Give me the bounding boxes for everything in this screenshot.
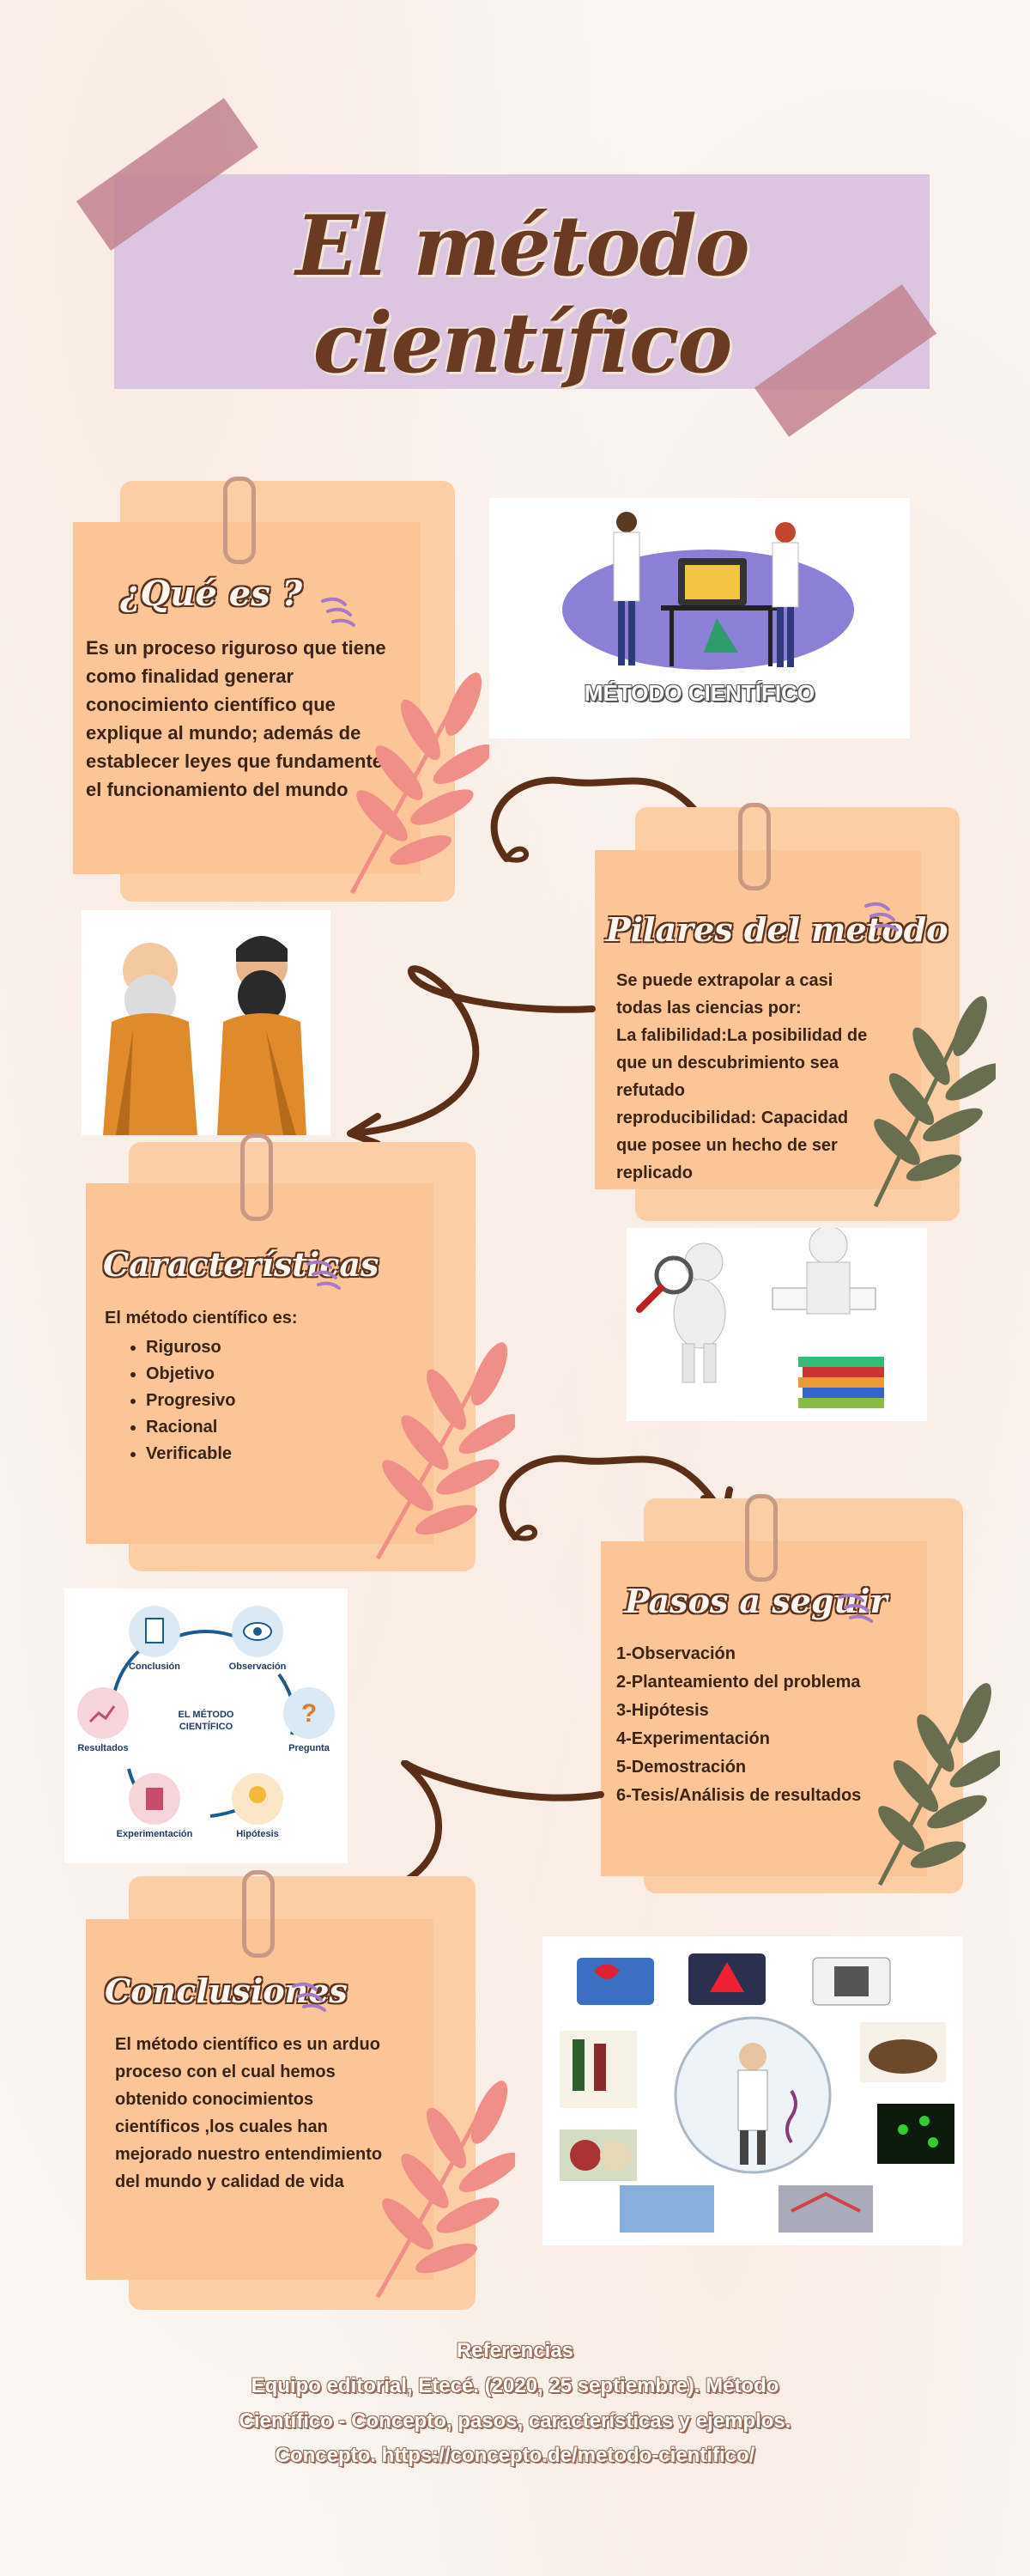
pasos-card xyxy=(601,1541,927,1876)
pilares-body: Se puede extrapolar a casi todas las cie… xyxy=(616,967,908,1187)
pilares-line: refutado xyxy=(616,1081,685,1100)
arrow-2 xyxy=(347,965,596,1147)
research-image xyxy=(627,1225,927,1421)
paso-item: 3-Hipótesis xyxy=(616,1701,709,1720)
cycle-step-observacion: Observación xyxy=(228,1662,287,1672)
references-line: Equipo editorial, Etecé. (2020, 25 septi… xyxy=(251,2373,779,2397)
cycle-step-experimentacion: Experimentación xyxy=(116,1829,193,1839)
swirl-icon xyxy=(864,902,899,932)
cycle-center-label: EL MÉTODO CIENTÍFICO xyxy=(178,1710,234,1733)
green-leaf-icon xyxy=(877,1683,1000,1886)
references-line: Científico - Concepto, pasos, caracterís… xyxy=(239,2409,791,2433)
pilares-line: La falibilidad:La posibilidad de xyxy=(616,1026,868,1045)
caracteristicas-card xyxy=(86,1183,433,1544)
cycle-step-conclusion: Conclusión xyxy=(129,1662,180,1672)
references-heading: Referencias xyxy=(456,2339,574,2362)
paso-item: 4-Experimentación xyxy=(616,1729,770,1748)
title-banner xyxy=(114,174,930,389)
list-item: Progresivo xyxy=(146,1388,414,1414)
conclusiones-text: El método científico es un arduo proceso… xyxy=(115,2035,383,2191)
swirl-icon xyxy=(292,1982,326,2012)
conclusiones-body: El método científico es un arduo proceso… xyxy=(115,2031,390,2196)
green-leaf-icon xyxy=(873,996,996,1208)
caracteristicas-list: Riguroso Objetivo Progresivo Racional Ve… xyxy=(105,1334,414,1467)
page-title: El método científico xyxy=(295,197,749,392)
pilares-line: Se puede extrapolar a casi xyxy=(616,971,833,990)
swirl-icon xyxy=(839,1593,873,1623)
scientists-illustration xyxy=(562,512,854,670)
conclusiones-card xyxy=(86,1919,433,2280)
pilares-line: que un descubrimiento sea xyxy=(616,1054,839,1072)
que-es-text: Es un proceso riguroso que tiene como fi… xyxy=(86,637,395,800)
science-collage-image xyxy=(542,1936,963,2245)
paperclip-icon xyxy=(242,1870,275,1958)
list-item: Verificable xyxy=(146,1441,414,1467)
svg-text:?: ? xyxy=(301,1699,317,1728)
swirl-icon xyxy=(321,597,355,627)
paperclip-icon xyxy=(223,477,256,564)
cycle-diagram: ? Conclusión Observación Pregunta Hipóte… xyxy=(64,1589,348,1863)
list-item: Objetivo xyxy=(146,1361,414,1388)
pilares-line: replicado xyxy=(616,1163,693,1182)
que-es-card xyxy=(73,522,421,874)
paso-item: 1-Observación xyxy=(616,1644,736,1663)
references: Referencias Equipo editorial, Etecé. (20… xyxy=(172,2334,858,2474)
pasos-title: Pasos a seguir xyxy=(625,1582,888,1620)
pink-leaf-icon xyxy=(375,2081,515,2299)
pink-leaf-icon xyxy=(349,672,489,895)
paperclip-icon xyxy=(745,1494,778,1582)
pilares-line: que posee un hecho de ser xyxy=(616,1136,838,1155)
list-item: Riguroso xyxy=(146,1334,414,1361)
swirl-icon xyxy=(306,1260,341,1290)
list-item: Racional xyxy=(146,1414,414,1441)
conclusiones-title: Conclusiones xyxy=(105,1971,348,2010)
pasos-body: 1-Observación 2-Planteamiento del proble… xyxy=(616,1640,917,1810)
paso-item: 5-Demostración xyxy=(616,1758,747,1777)
pilares-line: reproducibilidad: Capacidad xyxy=(616,1109,849,1127)
caracteristicas-intro: El método científico es: xyxy=(105,1309,298,1327)
references-line: Concepto. https://concepto.de/metodo-cie… xyxy=(275,2444,755,2468)
paso-item: 2-Planteamiento del problema xyxy=(616,1673,861,1692)
que-es-body: Es un proceso riguroso que tiene como fi… xyxy=(86,634,395,804)
cycle-step-resultados: Resultados xyxy=(77,1743,129,1753)
cycle-step-pregunta: Pregunta xyxy=(288,1743,330,1753)
caracteristicas-body: El método científico es: Riguroso Objeti… xyxy=(105,1305,414,1467)
cycle-step-hipotesis: Hipótesis xyxy=(236,1829,279,1839)
metodo-cientifico-image: MÉTODO CIENTÍFICO xyxy=(489,498,910,738)
paperclip-icon xyxy=(738,803,771,890)
metodo-image-label: MÉTODO CIENTÍFICO xyxy=(584,680,815,706)
paperclip-icon xyxy=(240,1133,273,1221)
pink-leaf-icon xyxy=(375,1342,515,1560)
pilares-line: todas las ciencias por: xyxy=(616,999,802,1018)
philosophers-image xyxy=(82,910,330,1135)
paso-item: 6-Tesis/Análisis de resultados xyxy=(616,1786,862,1805)
que-es-title: ¿Qué es ? xyxy=(120,574,303,614)
